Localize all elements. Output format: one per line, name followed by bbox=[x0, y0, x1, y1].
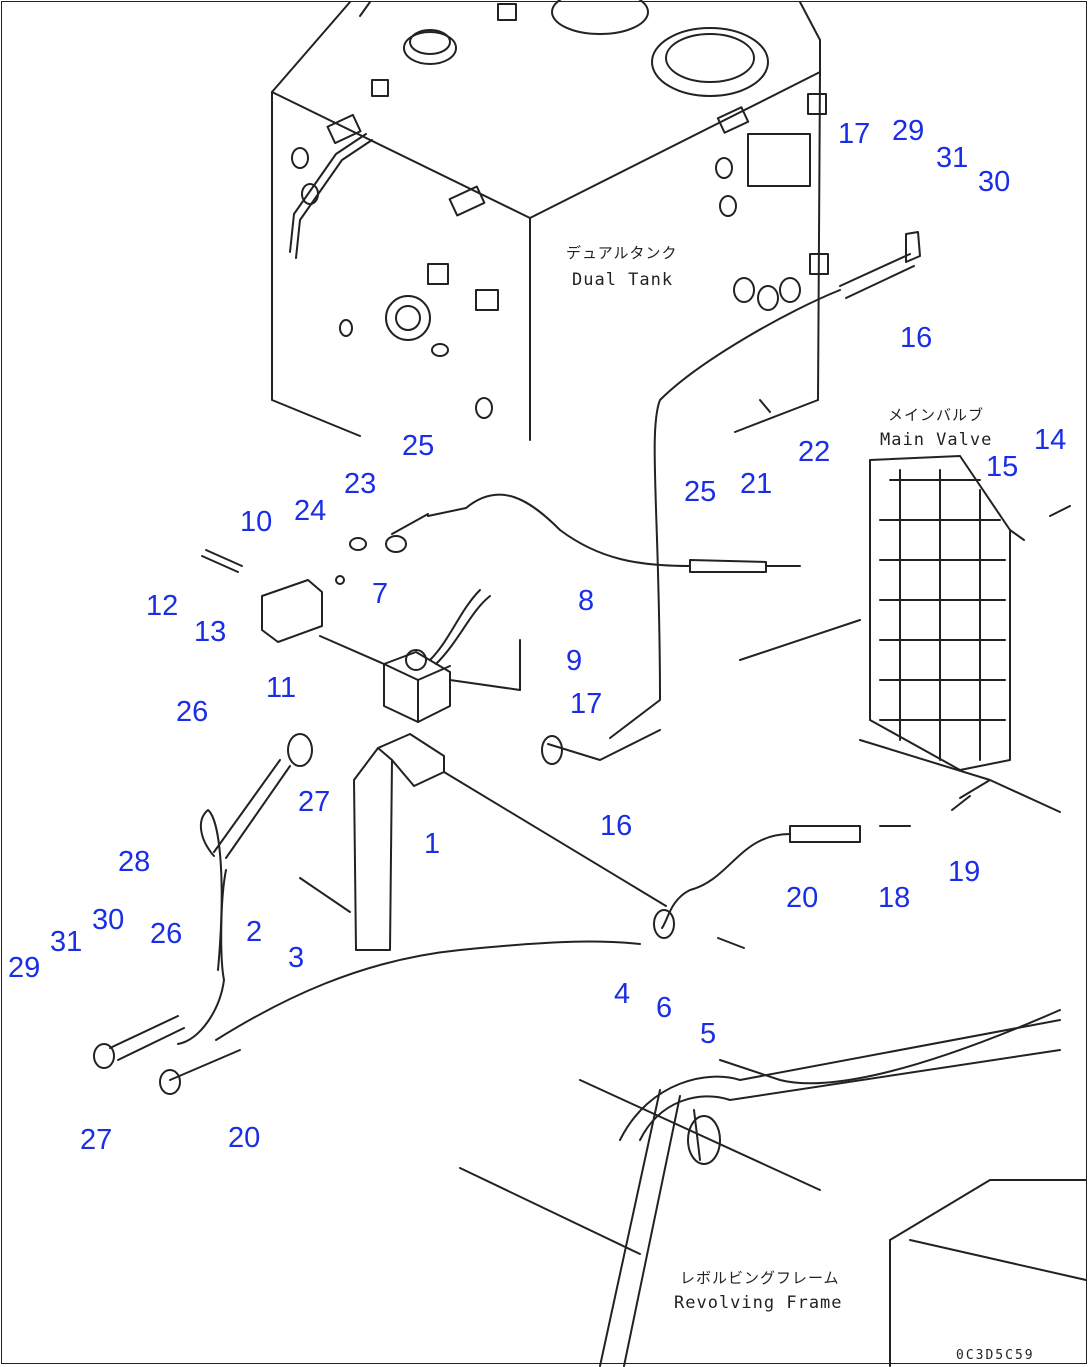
callout-12: 12 bbox=[146, 590, 179, 622]
tank-return-pipe bbox=[541, 231, 921, 765]
callout-31-lower: 31 bbox=[50, 926, 83, 958]
bracket-1 bbox=[299, 733, 667, 951]
callout-19: 19 bbox=[948, 856, 981, 888]
callout-17-lower: 17 bbox=[570, 688, 603, 720]
callout-20-right: 20 bbox=[786, 882, 819, 914]
callout-18: 18 bbox=[878, 882, 911, 914]
callout-27-upper: 27 bbox=[298, 786, 331, 818]
callout-16-lower: 16 bbox=[600, 810, 633, 842]
main-valve-en-label: Main Valve bbox=[880, 430, 993, 450]
main-valve bbox=[739, 455, 1071, 813]
hose-25 bbox=[335, 493, 801, 585]
callout-25-right: 25 bbox=[684, 476, 717, 508]
callout-22: 22 bbox=[798, 436, 831, 468]
callout-29-lower: 29 bbox=[8, 952, 41, 984]
callout-20-lower: 20 bbox=[228, 1122, 261, 1154]
callout-30-upper: 30 bbox=[978, 166, 1011, 198]
callout-16-upper: 16 bbox=[900, 322, 933, 354]
callout-4: 4 bbox=[614, 978, 631, 1010]
callout-7: 7 bbox=[372, 578, 389, 610]
callout-3: 3 bbox=[288, 942, 305, 974]
callout-26-lower: 26 bbox=[150, 918, 183, 950]
callout-21: 21 bbox=[740, 468, 773, 500]
callout-1: 1 bbox=[424, 828, 441, 860]
callout-24: 24 bbox=[294, 495, 327, 527]
revolving-frame bbox=[459, 1009, 1087, 1367]
callout-30-lower: 30 bbox=[92, 904, 125, 936]
callout-14: 14 bbox=[1034, 424, 1067, 456]
callout-25-upper: 25 bbox=[402, 430, 435, 462]
callout-15: 15 bbox=[986, 451, 1019, 483]
block-10 bbox=[201, 549, 323, 643]
dual-tank bbox=[271, 0, 829, 441]
revolving-frame-jp-label: レボルビングフレーム bbox=[680, 1269, 840, 1287]
callout-2: 2 bbox=[246, 916, 263, 948]
callout-28: 28 bbox=[118, 846, 151, 878]
callout-13: 13 bbox=[194, 616, 227, 648]
callout-29-upper: 29 bbox=[892, 115, 925, 147]
main-valve-jp-label: メインバルブ bbox=[888, 406, 985, 424]
callout-17-upper: 17 bbox=[838, 118, 871, 150]
hose-26-28 bbox=[93, 733, 641, 1095]
callout-10: 10 bbox=[240, 506, 273, 538]
callout-31-upper: 31 bbox=[936, 142, 969, 174]
callout-8: 8 bbox=[578, 585, 595, 617]
callout-27-lower: 27 bbox=[80, 1124, 113, 1156]
callout-23: 23 bbox=[344, 468, 377, 500]
dual-tank-en-label: Dual Tank bbox=[572, 270, 674, 290]
callout-9: 9 bbox=[566, 645, 583, 677]
hose-20-right bbox=[653, 399, 971, 949]
revolving-frame-en-label: Revolving Frame bbox=[674, 1293, 843, 1313]
drawing-code: 0C3D5C59 bbox=[956, 1348, 1035, 1363]
block-7 bbox=[319, 589, 521, 723]
dual-tank-jp-label: デュアルタンク bbox=[566, 244, 678, 262]
callout-11: 11 bbox=[266, 672, 297, 704]
callout-5: 5 bbox=[700, 1018, 717, 1050]
callout-26-upper: 26 bbox=[176, 696, 209, 728]
callout-6: 6 bbox=[656, 992, 673, 1024]
